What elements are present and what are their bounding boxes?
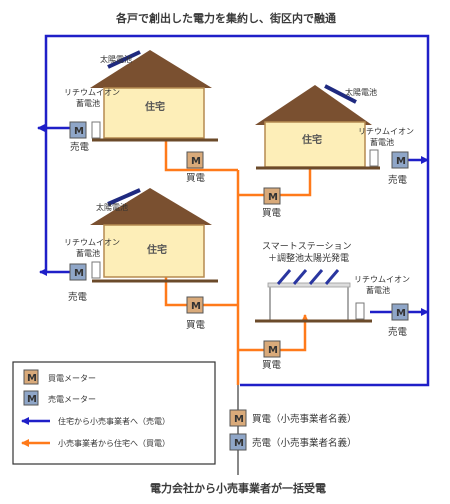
station-battery-label-1: リチウムイオン [354, 275, 410, 284]
bottom-title: 電力会社から小売事業者が一括受電 [150, 481, 326, 495]
station-buy-meter [263, 340, 281, 358]
svg-text:M: M [234, 438, 244, 449]
legend-sell-meter-label: 売電メーター [48, 394, 96, 404]
house-3-buy-label: 買電 [186, 320, 206, 331]
svg-text:M: M [27, 373, 37, 384]
house-2-battery [369, 149, 379, 167]
house-1-buy-meter [186, 151, 204, 169]
svg-text:M: M [74, 268, 84, 279]
smart-station: スマートステーション ＋調整池太陽光発電 リチウムイオン 蓄電池 [255, 241, 410, 323]
blue-aggregation-loop [44, 34, 430, 387]
house-2-battery-label-1: リチウムイオン [358, 127, 414, 136]
station-battery [355, 302, 365, 320]
house-2-solar-panel [324, 84, 357, 104]
house-1-roof [90, 50, 212, 88]
station-sell: M 売電 [370, 303, 429, 338]
house-3-battery-label-1: リチウムイオン [64, 238, 120, 247]
house-1-sell-label: 売電 [70, 141, 90, 153]
legend-orange-label: 小売事業者から住宅へ（買電） [58, 438, 170, 448]
bulk-sell-meter [229, 433, 247, 451]
house-3-sell: M 売電 [39, 255, 88, 303]
house-3-sell-label: 売電 [68, 291, 88, 303]
house-3-label: 住宅 [147, 243, 167, 256]
station-battery-label-2: 蓄電池 [366, 285, 390, 295]
house-2-buy: M 買電 [262, 187, 282, 219]
orange-distribution [162, 127, 314, 385]
station-sell-meter [391, 303, 409, 321]
house-1-sell-meter [69, 121, 87, 139]
house-1-battery-label-2: 蓄電池 [76, 98, 100, 108]
house-1-battery [91, 121, 101, 139]
house-2-battery-label-2: 蓄電池 [370, 137, 394, 147]
bulk-sell-label: 売電（小売事業者名義） [252, 437, 357, 449]
house-1-label: 住宅 [145, 100, 165, 113]
house-1-battery-label-1: リチウムイオン [64, 88, 120, 97]
house-1-solar-label: 太陽電池 [100, 54, 132, 64]
house-2-buy-label: 買電 [262, 208, 282, 219]
bulk-buy: M 買電（小売事業者名義） [229, 409, 357, 427]
svg-text:M: M [234, 414, 244, 425]
svg-text:M: M [268, 345, 278, 356]
svg-text:M: M [268, 192, 278, 203]
station-buy-label: 買電 [262, 360, 282, 371]
house-2-solar-label: 太陽電池 [345, 87, 377, 97]
house-3-buy: M 買電 [186, 296, 206, 331]
house-2: 住宅 太陽電池 リチウムイオン 蓄電池 [255, 84, 414, 170]
bulk-buy-label: 買電（小売事業者名義） [252, 413, 357, 425]
house-1-solar-panel [107, 50, 141, 69]
legend-blue-label: 住宅から小売事業者へ（売電） [58, 416, 170, 426]
house-2-sell-meter [391, 151, 409, 169]
svg-text:M: M [191, 301, 201, 312]
legend-box [12, 361, 216, 465]
top-title: 各戸で創出した電力を集約し、街区内で融通 [115, 11, 336, 25]
house-2-sell: M 売電 [388, 151, 429, 186]
house-3-roof [90, 188, 212, 225]
house-3: 住宅 太陽電池 リチウムイオン 蓄電池 [64, 188, 218, 283]
svg-text:M: M [191, 156, 201, 167]
house-3-solar-label: 太陽電池 [96, 202, 128, 212]
bulk-sell: M 売電（小売事業者名義） [229, 433, 357, 451]
legend-buy-meter-label: 買電メーター [48, 374, 96, 383]
house-3-battery [91, 261, 101, 279]
house-1-buy-label: 買電 [186, 173, 206, 184]
station-label-2: ＋調整池太陽光発電 [268, 252, 349, 264]
house-2-label: 住宅 [302, 133, 322, 146]
house-3-sell-meter [69, 263, 87, 281]
station-buy: M 買電 [262, 340, 282, 371]
legend-sell-meter-swatch [23, 390, 39, 406]
house-1: 住宅 太陽電池 リチウムイオン 蓄電池 [64, 50, 218, 142]
svg-text:M: M [27, 394, 37, 405]
station-sell-label: 売電 [388, 326, 408, 338]
house-3-solar-panel [107, 188, 141, 206]
house-3-buy-meter [186, 296, 204, 314]
svg-text:M: M [74, 126, 84, 137]
station-solar-panels [276, 269, 340, 285]
house-3-battery-label-2: 蓄電池 [76, 248, 100, 258]
house-3-wall [103, 224, 205, 278]
house-1-buy: M 買電 [186, 151, 206, 184]
house-1-sell: M 売電 [37, 121, 90, 153]
bulk-buy-meter [229, 409, 247, 427]
legend-buy-meter-swatch [23, 369, 39, 385]
legend: M 買電メーター M 売電メーター 住宅から小売事業者へ（売電） 小売事業者から… [12, 361, 216, 465]
house-1-wall [103, 87, 205, 139]
station-label-1: スマートステーション [262, 241, 352, 252]
house-2-buy-meter [263, 187, 281, 205]
house-2-sell-label: 売電 [388, 174, 408, 186]
svg-text:M: M [396, 308, 406, 319]
svg-text:M: M [396, 156, 406, 167]
house-2-roof [255, 85, 372, 125]
